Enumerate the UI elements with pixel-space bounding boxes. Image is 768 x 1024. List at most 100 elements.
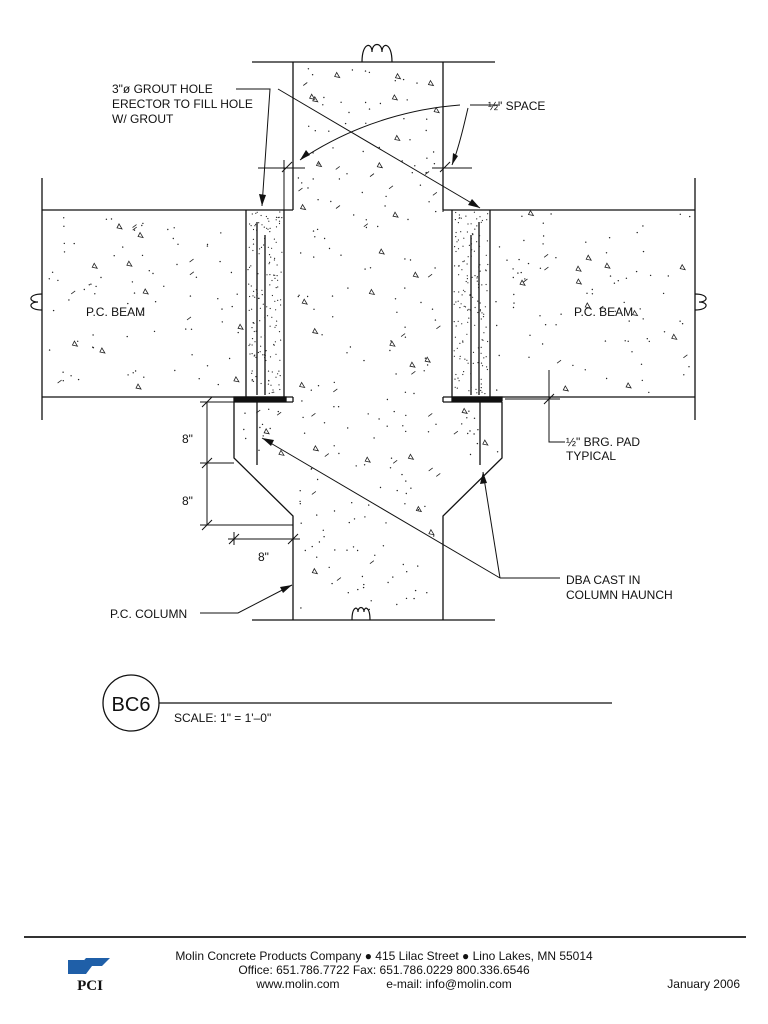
grout-mark bbox=[486, 240, 488, 242]
dimension-label-2: 8" bbox=[182, 494, 193, 508]
grout-mark bbox=[455, 211, 457, 214]
aggregate-mark bbox=[613, 282, 616, 284]
aggregate-mark bbox=[237, 331, 239, 334]
aggregate-mark bbox=[313, 256, 315, 258]
pci-logo-text: PCI bbox=[77, 978, 103, 994]
aggregate-mark bbox=[604, 340, 607, 342]
aggregate-mark bbox=[355, 465, 357, 467]
grout-mark bbox=[269, 325, 271, 327]
aggregate-mark bbox=[63, 251, 66, 253]
leader-lines bbox=[200, 88, 565, 614]
aggregate-mark bbox=[77, 340, 79, 342]
grout-mark bbox=[467, 256, 469, 258]
grout-mark bbox=[467, 282, 469, 284]
aggregate-mark bbox=[414, 589, 417, 592]
aggregate-mark bbox=[424, 357, 427, 359]
aggregate-mark bbox=[542, 222, 544, 224]
aggregate-mark bbox=[297, 295, 299, 298]
aggregate-mark bbox=[623, 301, 625, 304]
aggregate-mark bbox=[48, 278, 50, 280]
aggregate-mark bbox=[608, 237, 611, 239]
grout-mark bbox=[482, 316, 485, 318]
grout-mark bbox=[275, 216, 278, 218]
aggregate-mark bbox=[419, 184, 422, 186]
grout-mark bbox=[458, 380, 460, 382]
aggregate-mark bbox=[57, 379, 62, 384]
aggregate-mark bbox=[640, 363, 643, 365]
aggregate-mark bbox=[425, 129, 427, 132]
grout-mark bbox=[471, 249, 473, 251]
aggregate-mark bbox=[428, 201, 430, 203]
grout-mark bbox=[255, 289, 257, 291]
aggregate-mark bbox=[384, 205, 386, 207]
aggregate-mark bbox=[631, 309, 639, 317]
aggregate-mark bbox=[395, 373, 397, 375]
aggregate-mark bbox=[363, 359, 365, 362]
aggregate-mark bbox=[299, 500, 301, 503]
aggregate-mark bbox=[322, 104, 324, 106]
grout-mark bbox=[268, 254, 271, 256]
grout-mark bbox=[261, 224, 263, 226]
grout-mark bbox=[460, 231, 462, 233]
grout-mark bbox=[486, 219, 488, 221]
aggregate-mark bbox=[57, 279, 59, 282]
aggregate-mark bbox=[334, 71, 341, 79]
aggregate-mark bbox=[639, 308, 641, 310]
aggregate-mark bbox=[311, 74, 314, 76]
aggregate-mark bbox=[385, 195, 387, 198]
grout-mark bbox=[480, 389, 482, 392]
grout-mark bbox=[481, 391, 483, 393]
aggregate-mark bbox=[605, 377, 608, 380]
aggregate-mark bbox=[221, 321, 223, 323]
aggregate-mark bbox=[328, 130, 330, 132]
aggregate-mark bbox=[310, 389, 312, 391]
aggregate-mark bbox=[299, 490, 301, 492]
aggregate-mark bbox=[236, 293, 238, 295]
aggregate-mark bbox=[141, 314, 143, 316]
aggregate-mark bbox=[141, 254, 144, 257]
aggregate-mark bbox=[544, 266, 549, 271]
aggregate-mark bbox=[394, 298, 397, 300]
grout-mark bbox=[456, 347, 458, 349]
aggregate-mark bbox=[133, 229, 136, 231]
grout-mark bbox=[259, 320, 261, 322]
grout-mark bbox=[478, 266, 480, 268]
aggregate-mark bbox=[301, 182, 303, 184]
aggregate-mark bbox=[141, 224, 143, 227]
aggregate-mark bbox=[400, 333, 406, 337]
aggregate-mark bbox=[90, 283, 92, 285]
grout-mark bbox=[271, 316, 273, 318]
aggregate-mark bbox=[311, 467, 313, 470]
aggregate-mark bbox=[331, 582, 333, 585]
aggregate-mark bbox=[312, 152, 314, 154]
precast-beam-left bbox=[30, 178, 293, 420]
aggregate-mark bbox=[409, 361, 416, 368]
aggregate-mark bbox=[550, 213, 552, 215]
aggregate-mark bbox=[427, 413, 433, 417]
grout-mark bbox=[460, 217, 462, 219]
grout-mark bbox=[464, 306, 467, 308]
aggregate-mark bbox=[584, 302, 592, 309]
aggregate-mark bbox=[405, 430, 407, 433]
grout-mark bbox=[474, 275, 476, 277]
aggregate-mark bbox=[143, 376, 145, 378]
grout-mark bbox=[479, 302, 481, 304]
dimension-lines bbox=[200, 160, 560, 545]
grout-mark bbox=[280, 299, 282, 301]
grout-mark bbox=[453, 355, 455, 357]
grout-mark bbox=[269, 227, 271, 229]
aggregate-mark bbox=[394, 134, 401, 142]
grout-mark bbox=[267, 228, 269, 230]
aggregate-mark bbox=[432, 151, 435, 153]
grout-mark bbox=[477, 311, 479, 314]
aggregate-mark bbox=[62, 371, 64, 373]
grout-mark bbox=[263, 354, 265, 356]
grout-mark bbox=[468, 390, 470, 392]
aggregate-mark bbox=[364, 456, 371, 463]
grout-mark bbox=[273, 391, 275, 393]
grout-mark bbox=[480, 383, 482, 385]
aggregate-mark bbox=[335, 205, 341, 209]
grout-mark bbox=[468, 317, 470, 319]
aggregate-mark bbox=[461, 407, 468, 415]
aggregate-mark bbox=[407, 218, 409, 221]
